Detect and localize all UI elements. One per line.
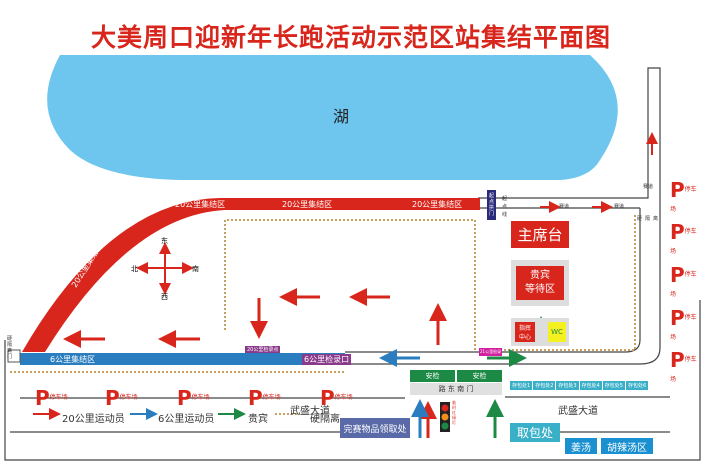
track-label: 赛道 <box>559 204 570 210</box>
km20-arrows <box>63 132 658 438</box>
security-check: 安检 <box>410 370 455 382</box>
parking-icon: P <box>670 178 685 202</box>
compass-north: 北 <box>131 265 138 273</box>
parking-lot: P停车场 <box>670 308 702 348</box>
legend-barrier: 硬隔离 <box>310 414 340 425</box>
finish-pickup: 完赛物品领取处 <box>340 418 410 438</box>
wc: WC <box>548 322 566 342</box>
track-label: 赛道 <box>643 184 654 190</box>
compass-west: 西 <box>161 293 168 301</box>
km20-checkin-label: 20公里检录点 <box>245 346 281 353</box>
bag-storage: 存包处4 <box>579 381 602 390</box>
lake-label: 湖 <box>333 107 350 126</box>
parking-label: 停车场 <box>670 186 697 213</box>
parking-lot: P停车场 <box>320 388 353 408</box>
bag-storage: 存包处1 <box>510 381 533 390</box>
road-lines <box>4 67 701 461</box>
command-area: 指挥中心 WC <box>511 318 569 346</box>
start-line-label: 起点线 <box>502 195 507 219</box>
parking-icon: P <box>670 220 685 244</box>
barrier-char: 硬 <box>637 216 643 222</box>
parking-label: 停车场 <box>262 394 281 401</box>
bag-storage: 存包处2 <box>533 381 556 390</box>
hard-barrier <box>10 215 636 373</box>
lake <box>47 55 618 180</box>
start-line-char: 线 <box>502 212 508 218</box>
parking-icon: P <box>670 348 685 372</box>
bag-storage: 存包处5 <box>602 381 625 390</box>
start-line-char: 点 <box>502 204 508 210</box>
parking-icon: P <box>248 386 263 410</box>
purple-tag: 21公里检录 <box>479 348 503 356</box>
parking-icon: P <box>670 306 685 330</box>
security-check: 安检 <box>457 370 502 382</box>
compass-east: 东 <box>161 237 168 245</box>
parking-label: 停车场 <box>49 394 68 401</box>
parking-lot: P停车场 <box>35 388 68 408</box>
legend-km6: 6公里运动员 <box>158 414 215 425</box>
vip-wait-line: 等待区 <box>525 284 555 295</box>
km6-assembly-label: 6公里集结区 <box>50 355 96 364</box>
start-arch: 起点拱门 <box>487 190 496 220</box>
track-label: 赛道 <box>614 204 625 210</box>
compass-south: 南 <box>192 265 199 273</box>
command-line: 指挥 <box>518 325 531 332</box>
parking-label: 停车场 <box>119 394 138 401</box>
parking-icon: P <box>320 386 335 410</box>
km20-assembly-label: 20公里集结区 <box>175 200 226 209</box>
left-gate-label: 硬隔离门 <box>7 336 13 360</box>
barrier-char: 隔 <box>645 216 651 222</box>
bag-pickup: 取包处 <box>510 423 560 442</box>
road-label: 武盛大道 <box>290 406 330 417</box>
traffic-light-icon <box>440 402 450 432</box>
parking-label: 停车场 <box>670 356 697 383</box>
bag-storage: 存包处6 <box>625 381 649 390</box>
parking-lot: P停车场 <box>670 222 702 262</box>
vip-wait-line: 贵宾 <box>530 270 550 281</box>
bag-storage-row: 存包处1 存包处2 存包处3 存包处4 存包处5 存包处6 <box>510 381 649 390</box>
parking-lot: P停车场 <box>670 180 702 220</box>
parking-lot: P停车场 <box>670 350 702 390</box>
parking-label: 停车场 <box>334 394 353 401</box>
parking-label: 停车场 <box>670 271 697 298</box>
km6-band <box>20 353 345 365</box>
barrier-label: 硬隔离 <box>637 215 658 222</box>
parking-label: 停车场 <box>191 394 210 401</box>
parking-lot: P停车场 <box>670 265 702 305</box>
spicy-soup: 胡辣汤区 <box>601 438 653 454</box>
ginger-soup: 姜汤 <box>565 438 597 454</box>
bag-storage: 存包处3 <box>556 381 579 390</box>
main-stage: 主席台 <box>511 221 569 248</box>
km6-checkin-label: 6公里检录口 <box>302 354 352 365</box>
vip-wait-area: 贵宾等待区 <box>511 260 569 306</box>
km20-band <box>22 198 480 352</box>
road-label: 武盛大道 <box>558 406 598 417</box>
km20-assembly-label: 20公里集结区 <box>412 200 463 209</box>
parking-icon: P <box>105 386 120 410</box>
parking-lot: P停车场 <box>177 388 210 408</box>
parking-lot: P停车场 <box>105 388 138 408</box>
traffic-light-label: 临时红绿灯 <box>452 400 456 425</box>
legend-km20: 20公里运动员 <box>62 414 125 425</box>
southeast-gate: 路 东 南 门 <box>410 383 502 395</box>
km20-assembly-label: 20公里集结区 <box>282 200 333 209</box>
parking-label: 停车场 <box>670 228 697 255</box>
start-line-char: 起 <box>502 196 508 202</box>
legend-vip: 贵宾 <box>248 414 268 425</box>
command-line: 中心 <box>518 334 531 341</box>
parking-icon: P <box>670 263 685 287</box>
compass-arrows <box>136 242 194 295</box>
parking-lot: P停车场 <box>248 388 281 408</box>
parking-icon: P <box>35 386 50 410</box>
parking-icon: P <box>177 386 192 410</box>
km6-arrows <box>379 349 429 438</box>
parking-label: 停车场 <box>670 314 697 341</box>
barrier-char: 离 <box>653 216 659 222</box>
map-title: 大美周口迎新年长跑活动示范区站集结平面图 <box>90 23 611 52</box>
